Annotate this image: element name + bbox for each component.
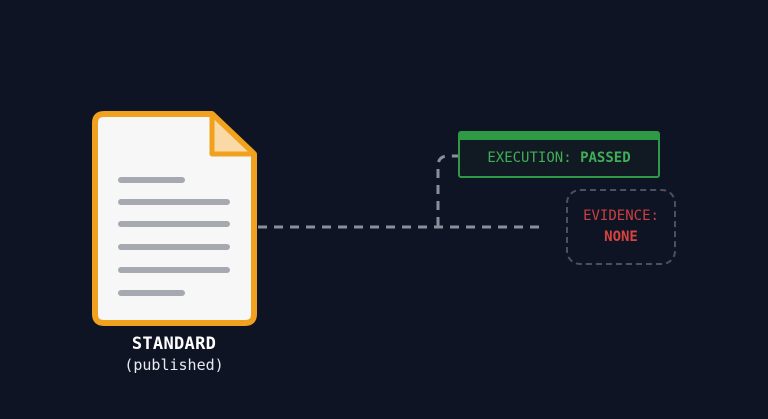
document-fold	[209, 111, 257, 157]
document-text-lines	[118, 177, 230, 296]
evidence-value: NONE	[604, 229, 638, 245]
connector-branch	[436, 154, 458, 226]
evidence-status-box: EVIDENCE: NONE	[566, 189, 676, 265]
evidence-label: EVIDENCE:	[583, 208, 659, 224]
document-subtitle: (published)	[124, 356, 224, 374]
document-icon	[92, 111, 257, 326]
execution-value: PASSED	[580, 150, 631, 166]
document-title: STANDARD	[131, 334, 217, 354]
execution-status-box: EXECUTION: PASSED	[458, 131, 660, 178]
connector-lines	[258, 154, 546, 229]
execution-label: EXECUTION:	[487, 150, 572, 166]
